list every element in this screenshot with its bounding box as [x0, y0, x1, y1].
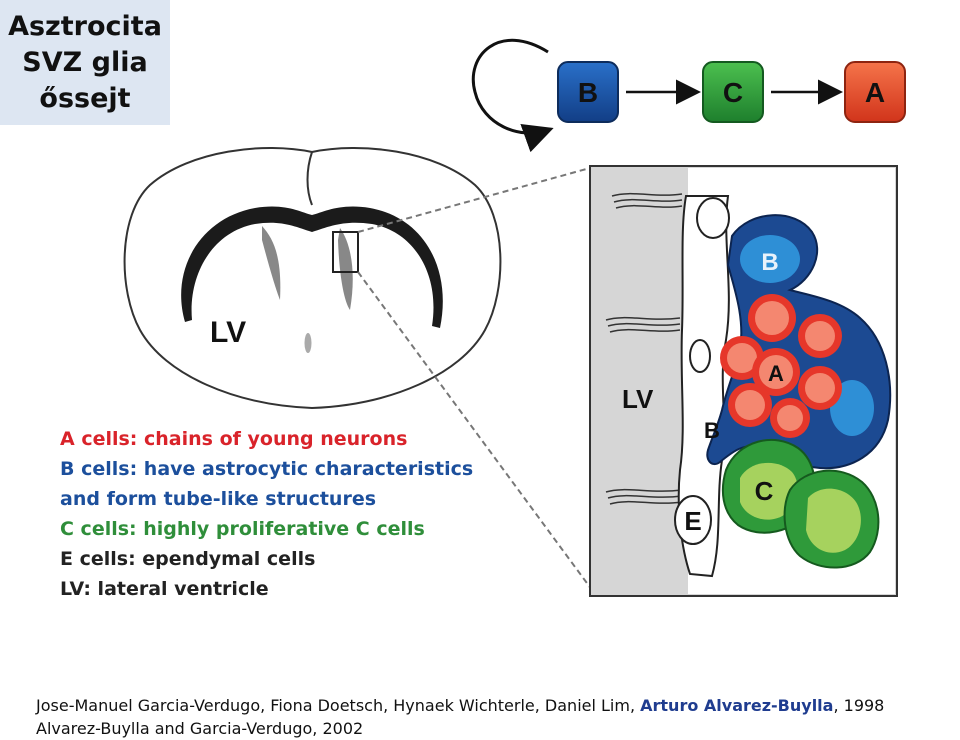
self-renewal-arrow: [471, 38, 554, 153]
lineage-a-label: A: [865, 77, 885, 108]
brain-outline: [123, 147, 502, 410]
legend-a-cells: A cells: chains of young neurons: [60, 428, 408, 450]
title-line-2: SVZ glia: [22, 46, 148, 78]
cilia-group-3: [605, 488, 683, 505]
legend-b-cells-line2: and form tube-like structures: [60, 488, 377, 510]
citation: Jose-Manuel Garcia-Verdugo, Fiona Doetsc…: [36, 694, 884, 740]
lineage-c-label: C: [723, 77, 743, 108]
citation-highlight-author: Arturo Alvarez-Buylla: [640, 696, 834, 715]
lineage-c-box: [702, 61, 764, 123]
lineage-diagram: B C A: [471, 38, 906, 153]
brain-section: LV: [123, 147, 593, 591]
zoom-a-label: A: [768, 361, 784, 386]
legend-b-cells-line1: B cells: have astrocytic characteristics: [60, 458, 474, 480]
legend-c-cells: C cells: highly proliferative C cells: [60, 518, 425, 540]
title-box: Asztrocita SVZ glia őssejt: [0, 0, 170, 125]
corpus-callosum: [181, 206, 443, 328]
brain-midline: [306, 151, 313, 206]
third-ventricle: [304, 333, 312, 353]
ependymal-layer: [677, 195, 730, 578]
cilia-group-1: [611, 192, 683, 209]
legend: A cells: chains of young neurons B cells…: [60, 424, 473, 604]
citation-year: , 1998: [833, 696, 885, 715]
zoom-e-label: E: [684, 506, 701, 536]
svz-zoom-panel: LV B A B C E: [589, 165, 898, 597]
citation-line-1: Jose-Manuel Garcia-Verdugo, Fiona Doetsc…: [36, 694, 884, 717]
lineage-b-label: B: [578, 77, 598, 108]
legend-lv: LV: lateral ventricle: [60, 578, 269, 600]
a-cell-cluster: [720, 294, 842, 438]
cilia-group-2: [605, 316, 681, 333]
zoom-line-bottom: [357, 271, 593, 591]
ependymal-cell-top: [696, 197, 730, 239]
citation-authors: Jose-Manuel Garcia-Verdugo, Fiona Doetsc…: [36, 696, 641, 715]
brain-lv-label: LV: [210, 316, 246, 349]
legend-e-cells: E cells: ependymal cells: [60, 548, 316, 570]
c-cell-left-nucleus: [740, 462, 798, 520]
zoom-line-top: [357, 167, 591, 233]
title-line-3: őssejt: [39, 82, 131, 114]
right-ventricle: [338, 228, 353, 310]
left-ventricle: [262, 226, 281, 300]
c-cell-right-nucleus: [806, 488, 861, 553]
citation-line-2: Alvarez-Buylla and Garcia-Verdugo, 2002: [36, 719, 364, 738]
zoom-lv-label: LV: [622, 384, 654, 414]
lineage-a-box: [844, 61, 906, 123]
zoom-region-box: [332, 231, 359, 273]
zoom-b-side-label: B: [704, 418, 720, 443]
ependymal-cell-mid: [689, 339, 711, 373]
ependymal-cell-e: [674, 495, 712, 545]
b-cell-top-nucleus: [740, 235, 800, 283]
title-line-1: Asztrocita: [8, 10, 162, 42]
zoom-c-label: C: [755, 476, 774, 506]
zoom-b-top-label: B: [761, 249, 778, 276]
lineage-b-box: [557, 61, 619, 123]
